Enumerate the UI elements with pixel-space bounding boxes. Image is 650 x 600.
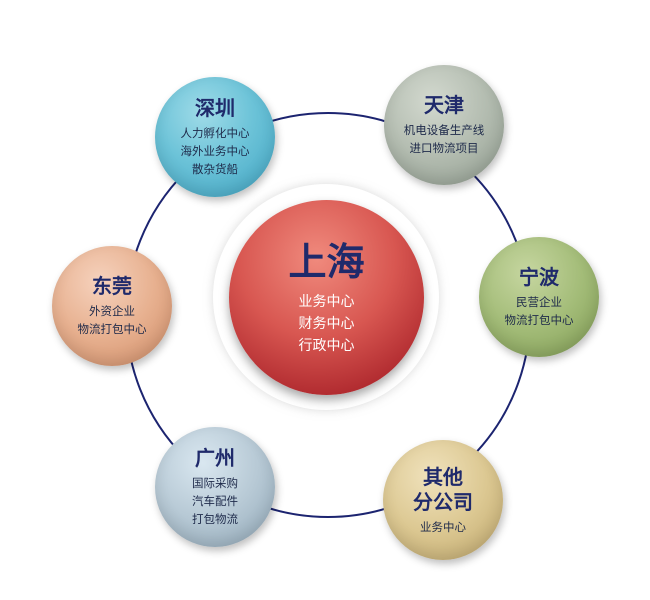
node-title: 深圳: [195, 96, 235, 120]
node-title: 广州: [195, 446, 235, 470]
node-line: 物流打包中心: [504, 313, 574, 327]
node-dongguan: 东莞 外资企业 物流打包中心: [52, 246, 172, 366]
node-line: 打包物流: [192, 512, 238, 526]
node-line: 外资企业: [89, 304, 135, 318]
node-line: 国际采购: [192, 476, 238, 490]
node-tianjin: 天津 机电设备生产线 进口物流项目: [384, 65, 504, 185]
node-shenzhen: 深圳 人力孵化中心 海外业务中心 散杂货船: [155, 77, 275, 197]
center-line: 业务中心: [298, 293, 355, 310]
node-line: 物流打包中心: [77, 322, 147, 336]
center-line: 财务中心: [298, 315, 355, 332]
node-title: 其他 分公司: [413, 464, 473, 514]
node-title: 天津: [424, 93, 464, 117]
node-line: 业务中心: [420, 519, 466, 534]
node-line: 人力孵化中心: [180, 126, 250, 140]
center-title: 上海: [288, 239, 365, 284]
node-line: 散杂货船: [192, 162, 238, 176]
node-line: 民营企业: [516, 295, 562, 309]
node-guangzhou: 广州 国际采购 汽车配件 打包物流: [155, 427, 275, 547]
node-line: 机电设备生产线: [403, 123, 485, 137]
node-line: 进口物流项目: [409, 141, 479, 155]
center-line: 行政中心: [298, 337, 355, 354]
node-line: 海外业务中心: [180, 144, 250, 158]
node-ningbo: 宁波 民营企业 物流打包中心: [479, 237, 599, 357]
node-other-branches: 其他 分公司 业务中心: [383, 440, 503, 560]
node-title: 东莞: [92, 274, 132, 298]
node-title: 宁波: [519, 265, 559, 289]
node-line: 汽车配件: [192, 494, 238, 508]
center-node-shanghai: 上海 业务中心 财务中心 行政中心: [229, 200, 424, 395]
